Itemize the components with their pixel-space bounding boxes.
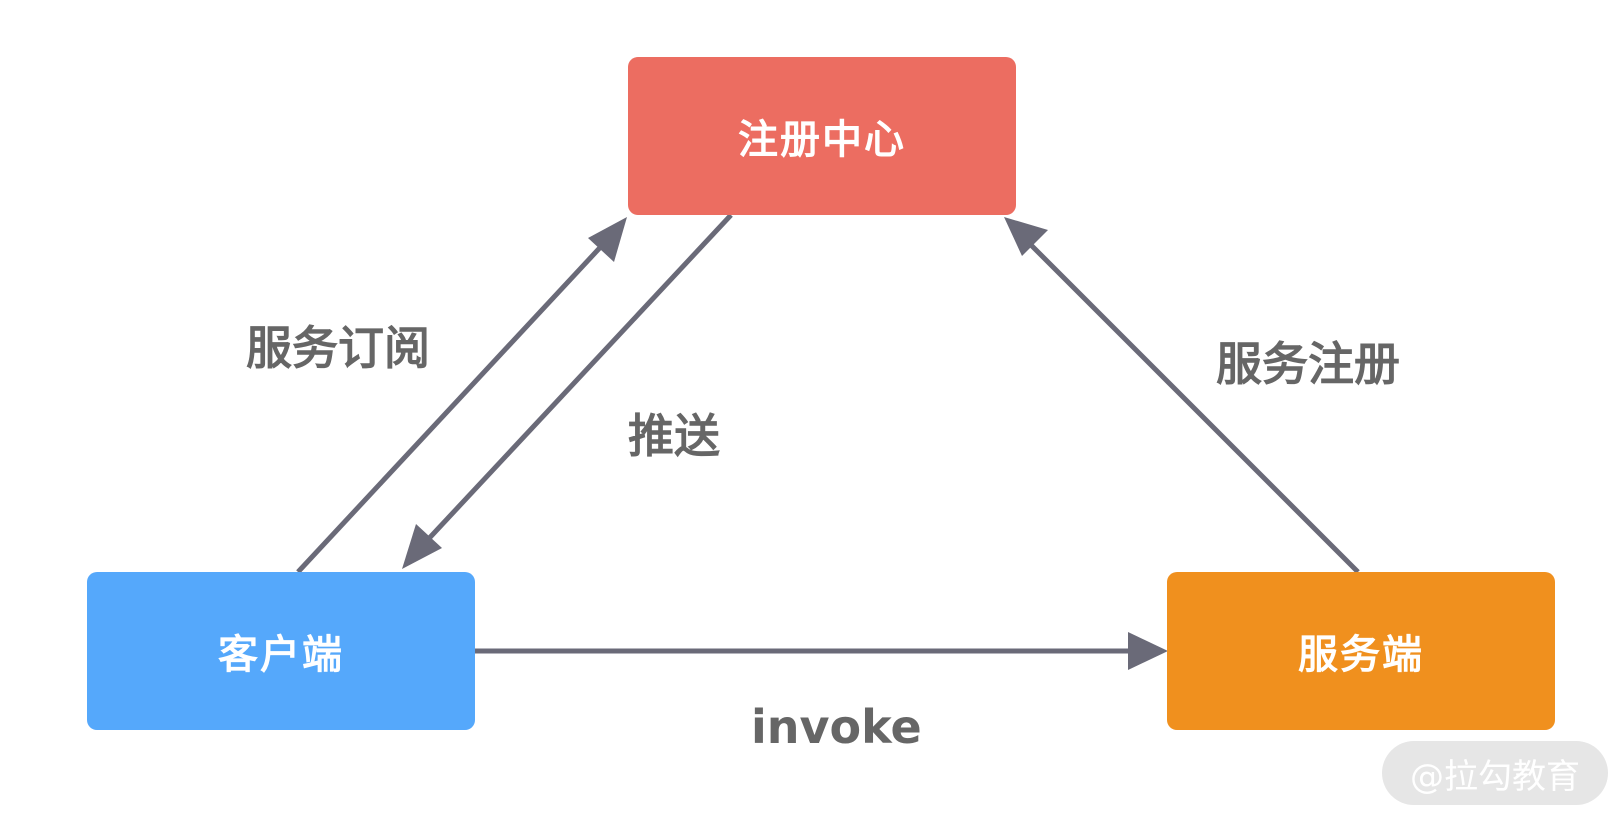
arrow-subscribe [296, 217, 627, 574]
registry-node: 注册中心 [628, 57, 1016, 215]
arrow-register [1004, 217, 1360, 574]
server-node: 服务端 [1167, 572, 1555, 730]
watermark: @拉勾教育 [1382, 741, 1608, 805]
watermark-text: @拉勾教育 [1410, 756, 1580, 797]
arrow-invoke [475, 632, 1168, 670]
edge-label-subscribe: 服务订阅 [246, 321, 430, 375]
edge-label-register: 服务注册 [1216, 337, 1400, 391]
server-node-label: 服务端 [1298, 632, 1424, 678]
client-node: 客户端 [87, 572, 475, 730]
edge-label-invoke: invoke [751, 700, 922, 754]
arrow-push [402, 213, 733, 569]
registry-node-label: 注册中心 [738, 117, 906, 163]
edge-label-push: 推送 [628, 409, 720, 463]
client-node-label: 客户端 [218, 632, 344, 678]
